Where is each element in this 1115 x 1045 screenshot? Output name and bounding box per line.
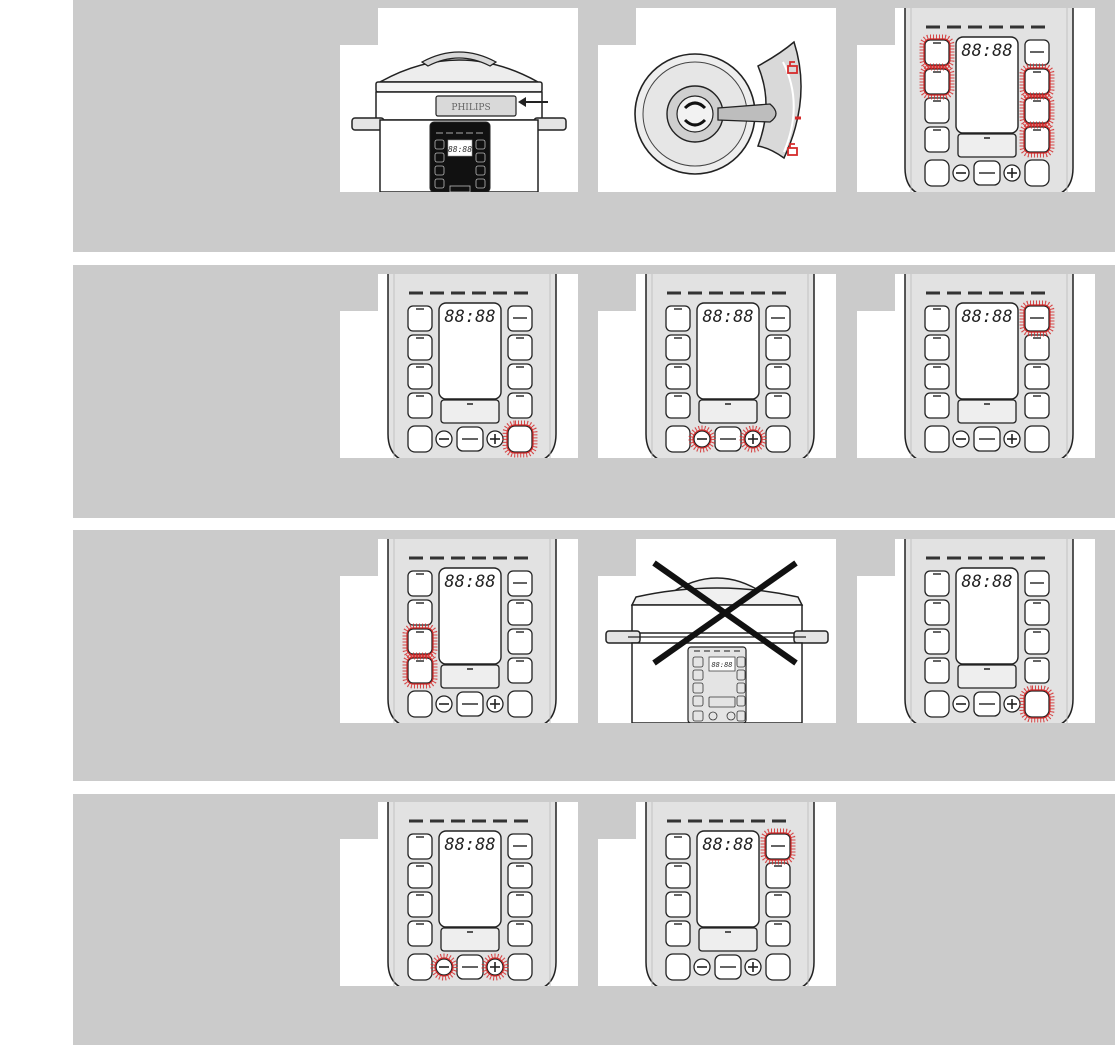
step-image-cooker-crossed: 88:88 [598, 539, 836, 723]
step-number-tab [340, 802, 378, 839]
cooker-lid-illustration: PHILIPS 88:88 [351, 51, 567, 192]
step-number-tab [340, 539, 378, 576]
highlight-glow [1019, 685, 1055, 723]
control-panel-illustration: 88:88 [904, 539, 1074, 723]
step-number-tab [857, 539, 895, 576]
highlight-glow [688, 425, 767, 453]
display-digits: 88:88 [448, 145, 472, 154]
display-digits: 88:88 [711, 661, 732, 669]
step-image-control-panel-3: 88:88 [598, 274, 836, 458]
step-image-control-panel-7: 88:88 [340, 802, 578, 986]
brand-label: PHILIPS [451, 103, 490, 113]
step-image-control-panel-1: 88:88 [857, 8, 1095, 192]
display-digits: 88:88 [961, 41, 1012, 61]
highlight-glow [430, 953, 509, 981]
control-panel-illustration: 88:88 [387, 539, 557, 723]
step-number-tab [340, 274, 378, 311]
highlight-glow [919, 34, 1055, 158]
step-image-control-panel-8: 88:88 [598, 802, 836, 986]
display-digits: 88:88 [961, 307, 1012, 327]
step-row-4 [73, 794, 1115, 1045]
display-digits: 88:88 [444, 572, 495, 592]
step-number-tab [598, 274, 636, 311]
step-number-tab [598, 8, 636, 45]
step-number-tab [857, 274, 895, 311]
lock-icon [787, 61, 801, 156]
control-panel-illustration: 88:88 [387, 802, 557, 986]
step-image-lid-top-view [598, 8, 836, 192]
cooker-crossed-illustration: 88:88 [605, 560, 829, 723]
display-digits: 88:88 [444, 835, 495, 855]
control-panel-illustration: 88:88 [645, 274, 815, 458]
highlight-glow [502, 420, 538, 458]
step-number-tab [857, 8, 895, 45]
step-image-control-panel-6: 88:88 [857, 539, 1095, 723]
lid-top-view-illustration [634, 40, 802, 175]
display-digits: 88:88 [702, 835, 753, 855]
control-panel-illustration: 88:88 [904, 8, 1074, 192]
step-image-control-panel-4: 88:88 [857, 274, 1095, 458]
control-panel-illustration: 88:88 [904, 274, 1074, 458]
control-panel-illustration: 88:88 [387, 274, 557, 458]
cross-icon [652, 560, 798, 666]
step-image-control-panel-5: 88:88 [340, 539, 578, 723]
display-digits: 88:88 [702, 307, 753, 327]
display-digits: 88:88 [961, 572, 1012, 592]
display-digits: 88:88 [444, 307, 495, 327]
step-number-tab [340, 8, 378, 45]
step-number-tab [598, 802, 636, 839]
step-number-tab [598, 539, 636, 576]
step-image-control-panel-2: 88:88 [340, 274, 578, 458]
highlight-glow [402, 623, 438, 689]
step-image-cooker-lid: PHILIPS 88:88 [340, 8, 578, 192]
arrow-left-icon [518, 97, 548, 107]
highlight-glow [1019, 300, 1055, 337]
control-panel-illustration: 88:88 [645, 802, 815, 986]
highlight-glow [760, 828, 796, 865]
